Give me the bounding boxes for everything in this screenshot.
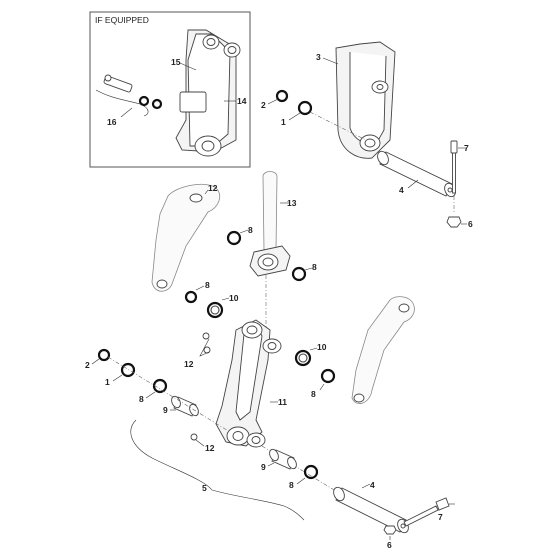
- seal-part-8-top-right: [291, 266, 307, 282]
- leader-8-mid-right: [319, 383, 325, 391]
- callout-6-lower: 6: [387, 540, 392, 550]
- callout-1-upper: 1: [281, 117, 286, 127]
- side-plate-right: [351, 296, 415, 404]
- callout-12-top: 12: [208, 183, 218, 193]
- assembly-bracket-5: [130, 419, 305, 521]
- callout-1-lower: 1: [105, 377, 110, 387]
- callout-10-left: 10: [229, 293, 239, 303]
- leader-3: [322, 57, 339, 65]
- leader-9-right: [267, 462, 275, 467]
- inset-link-part-15: [175, 29, 241, 157]
- callout-11: 11: [278, 397, 287, 407]
- nut-part-6-upper: [446, 216, 462, 228]
- axis-lower-pin-right: [261, 445, 381, 519]
- side-plate-right-hole-upper: [398, 303, 410, 313]
- washer-part-2-upper: [275, 89, 289, 103]
- grease-fitting-part-12-b: [203, 346, 211, 354]
- bolt-part-7-upper: [450, 140, 458, 214]
- leader-8-lower-left: [145, 391, 156, 399]
- callout-8-lower-left: 8: [139, 394, 144, 404]
- bushing-part-9-left: [171, 395, 199, 417]
- seal-part-8-lower-right: [303, 464, 319, 480]
- callout-15: 15: [171, 57, 181, 67]
- callout-9-left: 9: [163, 405, 168, 415]
- leader-12-low: [195, 439, 205, 447]
- callout-16: 16: [107, 117, 117, 127]
- leader-15: [179, 62, 197, 71]
- seal-part-1-upper: [297, 100, 313, 116]
- bushing-part-9-right: [269, 448, 297, 470]
- callout-3: 3: [316, 52, 321, 62]
- leader-12-mid: [199, 338, 210, 357]
- leader-8-mid-left: [195, 285, 205, 291]
- nut-part-6-lower: [383, 525, 397, 535]
- callout-5: 5: [202, 483, 207, 493]
- side-plate-left-hole-upper: [189, 193, 203, 203]
- callout-2-upper: 2: [261, 100, 266, 110]
- boom-end-part-3: [335, 41, 396, 159]
- axis-lower-pin-left: [107, 356, 231, 433]
- axis-upper-pin: [309, 111, 367, 141]
- side-plate-right-hole-lower: [353, 393, 365, 403]
- side-plate-left-hole-lower: [156, 279, 168, 289]
- bushing-part-10-left: [206, 301, 224, 319]
- pin-part-4-upper: [377, 150, 456, 198]
- leader-16: [120, 107, 133, 118]
- callout-8-mid-left: 8: [205, 280, 210, 290]
- leader-2-lower: [91, 358, 100, 365]
- leader-12-top: [204, 189, 209, 195]
- inset-pin-part-16: [95, 74, 163, 117]
- seal-part-8-top-left: [226, 230, 242, 246]
- leader-8-top-right: [304, 267, 313, 271]
- grease-fitting-part-12-c: [190, 433, 198, 441]
- leader-2-upper: [267, 98, 279, 105]
- callout-13: 13: [287, 198, 297, 208]
- inset-frame: [89, 11, 251, 168]
- callout-7-upper: 7: [464, 143, 469, 153]
- link-assembly-part-11: [215, 319, 282, 448]
- callout-8-mid-right: 8: [311, 389, 316, 399]
- callout-4-upper: 4: [399, 185, 404, 195]
- cylinder-rod-part-13: [249, 171, 291, 277]
- pin-part-4-lower: [333, 486, 409, 534]
- bushing-part-10-right: [294, 349, 312, 367]
- bolt-part-7-lower: [403, 497, 450, 527]
- seal-part-1-lower: [120, 362, 136, 378]
- leader-1-lower: [112, 374, 123, 382]
- seal-part-8-mid-right: [320, 368, 336, 384]
- leader-8-top-left: [239, 229, 249, 234]
- callout-9-right: 9: [261, 462, 266, 472]
- washer-part-2-lower: [97, 348, 111, 362]
- callout-8-top-right: 8: [312, 262, 317, 272]
- leader-1-upper: [288, 112, 301, 121]
- leader-10-right: [309, 347, 318, 351]
- leader-8-lower-right: [296, 477, 306, 485]
- seal-part-8-mid-left: [184, 290, 198, 304]
- callout-12-mid: 12: [184, 359, 194, 369]
- seal-part-8-lower-left: [152, 378, 168, 394]
- callout-2-lower: 2: [85, 360, 90, 370]
- grease-fitting-part-12-a: [202, 332, 210, 340]
- leader-4-upper: [407, 179, 419, 189]
- callout-8-lower-right: 8: [289, 480, 294, 490]
- callout-10-right: 10: [317, 342, 327, 352]
- inset-title: IF EQUIPPED: [95, 15, 149, 25]
- callout-7-lower: 7: [438, 512, 443, 522]
- inset-if-equipped: IF EQUIPPED 15 14 16: [89, 11, 251, 168]
- callout-14: 14: [237, 96, 247, 106]
- leader-10-left: [221, 297, 230, 301]
- callout-8-top-left: 8: [248, 225, 253, 235]
- leader-4-lower: [361, 483, 371, 489]
- callout-6-upper: 6: [468, 219, 473, 229]
- callout-12-low: 12: [205, 443, 215, 453]
- side-plate-left: [151, 183, 221, 292]
- callout-4-lower: 4: [370, 480, 375, 490]
